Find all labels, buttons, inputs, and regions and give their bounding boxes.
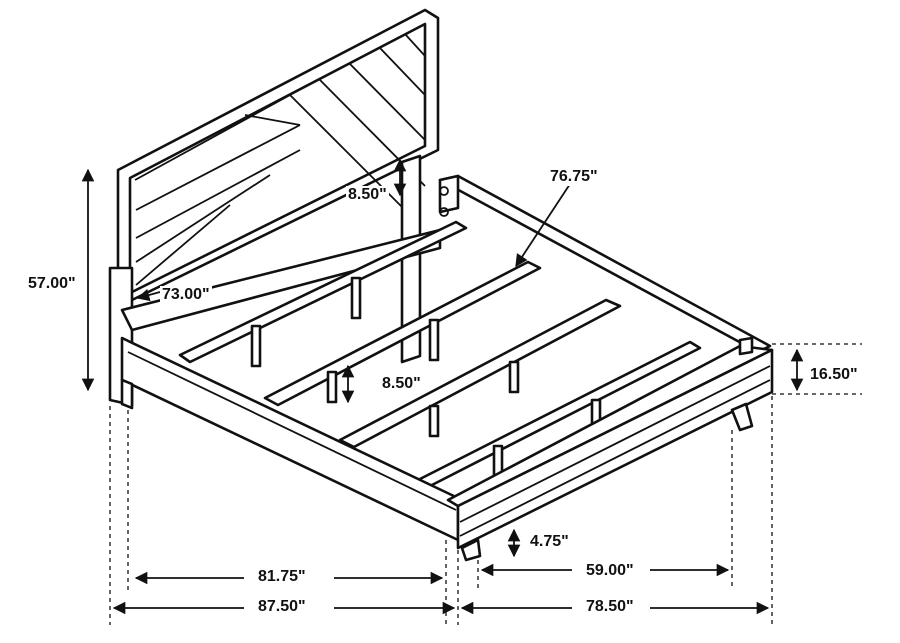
headboard-inset-label: 8.50" xyxy=(346,186,389,204)
leg-height-label: 8.50" xyxy=(380,375,423,393)
extension-lines xyxy=(109,343,862,625)
overall-length-label: 87.50" xyxy=(256,598,308,616)
head-rail xyxy=(120,228,442,332)
far-side-rail xyxy=(438,174,772,354)
slat-length-label: 76.75" xyxy=(548,168,600,186)
interior-length-label: 81.75" xyxy=(256,568,308,586)
footboard xyxy=(446,336,774,562)
slats xyxy=(178,220,702,488)
footboard-height-label: 16.50" xyxy=(808,366,860,384)
dimension-arrows xyxy=(81,158,804,615)
headboard-height-label: 57.00" xyxy=(26,275,78,293)
interior-width-label: 59.00" xyxy=(584,562,636,580)
floor-clearance-label: 4.75" xyxy=(528,533,571,551)
headboard-width-label: 73.00" xyxy=(160,286,212,304)
overall-width-label: 78.50" xyxy=(584,598,636,616)
near-side-rail xyxy=(120,336,460,542)
